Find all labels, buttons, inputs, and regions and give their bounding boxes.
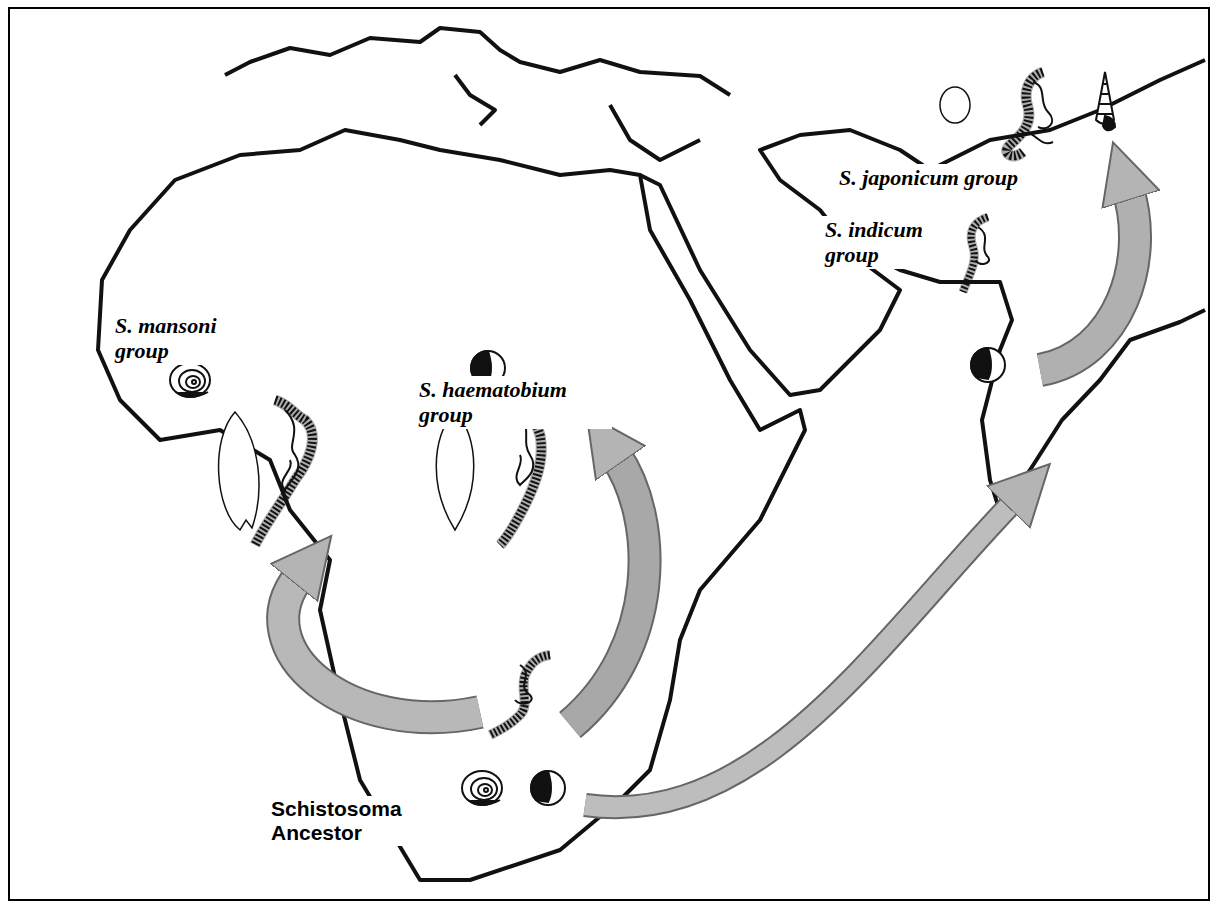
oncomelania-snail <box>1096 72 1115 130</box>
ancestor-label: Schistosoma Ancestor <box>268 796 424 846</box>
group-label: S. haematobium group <box>416 376 612 429</box>
group-label: S. indicum group <box>822 216 958 269</box>
migration-arrows <box>283 190 1135 807</box>
worm-pair <box>255 72 1053 735</box>
frame <box>9 8 1209 900</box>
map-outline <box>98 28 1205 880</box>
group-label: S. japonicum group <box>836 164 1021 191</box>
egg <box>219 87 970 530</box>
planorbid-snail <box>170 363 502 805</box>
group-label: S. mansoni group <box>112 312 243 365</box>
